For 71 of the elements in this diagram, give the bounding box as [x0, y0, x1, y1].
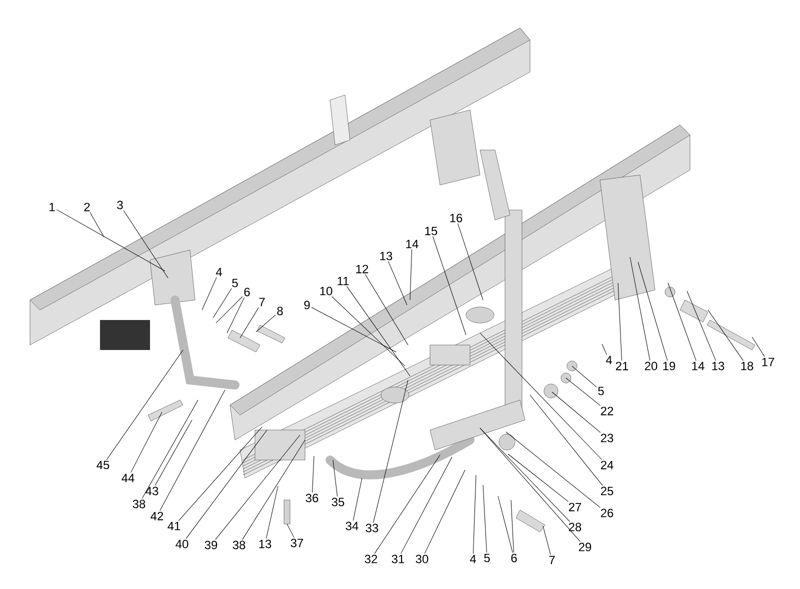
leader-line [506, 432, 600, 508]
leader-line [266, 486, 278, 539]
leader-line [638, 262, 668, 361]
leader-line [472, 474, 476, 554]
leader-line [552, 392, 601, 433]
leader-line [226, 297, 245, 334]
callout-number: 5 [230, 278, 240, 288]
leader-line [708, 310, 744, 361]
leader-line [352, 478, 362, 521]
leader-line [630, 256, 650, 361]
leader-line [106, 350, 184, 460]
callout-number: 7 [258, 296, 266, 308]
callout-number: 5 [596, 386, 606, 396]
callout-number: 4 [468, 554, 478, 564]
leader-line [178, 426, 262, 521]
leader-line [242, 440, 306, 540]
leader-line [498, 496, 513, 553]
leader-line [424, 470, 466, 554]
leader-line [332, 460, 338, 497]
leader-line [482, 484, 487, 553]
leader-line [123, 210, 168, 278]
leader-line [256, 314, 276, 332]
leader-line [154, 420, 192, 486]
leader-line [410, 249, 412, 300]
leader-line [373, 380, 408, 523]
leader-line [56, 209, 166, 272]
leader-line [130, 412, 162, 473]
leader-line [602, 344, 607, 355]
leader-line [432, 236, 466, 336]
leader-line [388, 261, 408, 306]
callout-number: 4 [214, 266, 224, 278]
leader-line [566, 378, 601, 406]
leader-line [668, 282, 696, 361]
callout-number: 5 [482, 552, 492, 564]
leader-line [400, 456, 452, 554]
leader-line [542, 526, 551, 555]
leader-line [240, 307, 259, 338]
leader-line [286, 524, 294, 538]
leader-line [215, 434, 300, 540]
leader-line [458, 223, 484, 300]
callout-number: 7 [548, 554, 556, 566]
leader-line [142, 400, 198, 499]
leader-line [90, 212, 104, 238]
callout-number: 3 [116, 200, 124, 210]
callout-number: 6 [242, 286, 252, 298]
callout-number: 1 [48, 202, 56, 212]
leader-line [572, 366, 597, 388]
leader-line [480, 332, 602, 460]
leader-line [508, 454, 568, 502]
leader-line [480, 428, 580, 542]
leader-line [530, 394, 603, 486]
leader-line [618, 282, 622, 361]
leader-line [752, 336, 765, 357]
leader-line [160, 390, 226, 511]
leader-line [365, 274, 408, 346]
leader-line [374, 454, 440, 554]
callout-number: 2 [82, 202, 92, 212]
leader-line [332, 296, 406, 366]
callout-number: 4 [604, 354, 614, 366]
leader-line [216, 296, 243, 324]
leader-line [186, 430, 268, 539]
leader-line [312, 456, 314, 493]
callout-number: 8 [276, 306, 284, 316]
leader-line [686, 290, 716, 361]
leader-line [510, 500, 514, 553]
leader-line [212, 288, 232, 318]
leader-line [346, 286, 410, 376]
callout-number: 6 [510, 552, 518, 564]
callout-number: 9 [302, 300, 312, 310]
leader-line [311, 307, 396, 352]
leader-line [202, 277, 217, 310]
